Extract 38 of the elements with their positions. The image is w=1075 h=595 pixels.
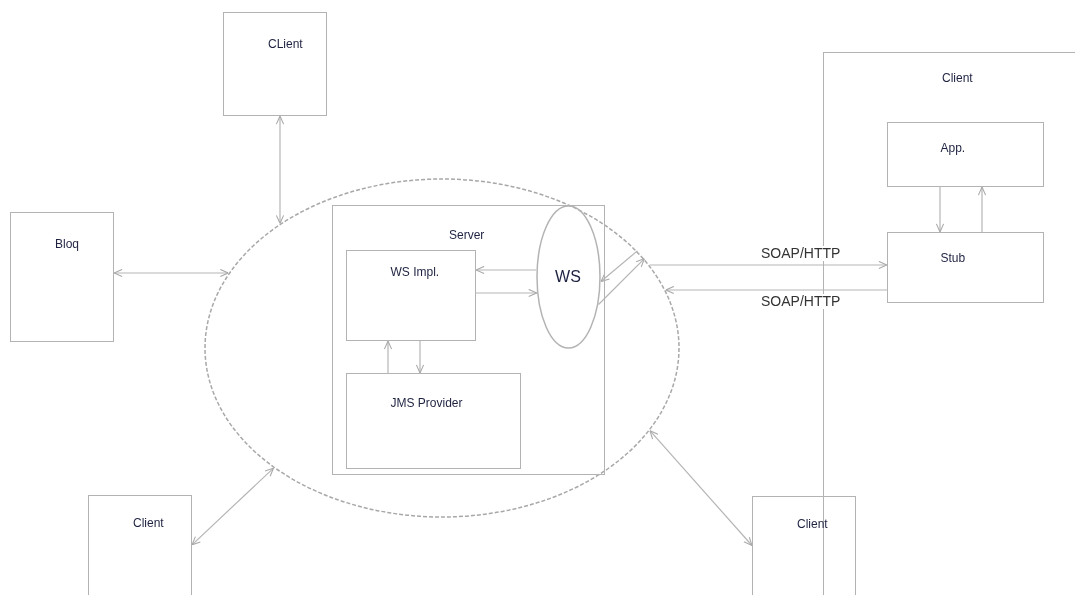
node-label: JMS Provider [390, 395, 463, 410]
edge-label: SOAP/HTTP [760, 246, 842, 262]
dashed-ellipse [204, 178, 680, 518]
node-label: Client [942, 71, 973, 86]
process-box [223, 12, 327, 116]
process-box [345, 372, 521, 469]
arrow [977, 186, 987, 233]
node-label: Server [449, 228, 485, 243]
process-box [886, 121, 1044, 187]
arrow [597, 257, 645, 306]
arrow [649, 430, 753, 547]
process-box [10, 212, 114, 342]
arrow [275, 115, 285, 225]
edge-label: SOAP/HTTP [760, 294, 842, 310]
arrow [415, 340, 425, 374]
arrow [600, 250, 638, 283]
arrow [191, 467, 275, 546]
arrow [475, 288, 538, 298]
process-box [88, 495, 192, 595]
process-box [886, 231, 1044, 303]
node-label: WS Impl. [390, 264, 440, 279]
arrow [935, 186, 945, 233]
process-box [345, 249, 476, 341]
node-label: Bloq [55, 237, 80, 252]
arrow [475, 265, 537, 275]
arrow [113, 268, 229, 278]
node-label: CLient [268, 37, 303, 52]
node-label: App. [940, 140, 966, 155]
node-label: WS [555, 266, 581, 287]
arrow [383, 340, 393, 374]
process-box [752, 496, 856, 595]
arrow [649, 260, 888, 270]
arrow [665, 285, 888, 295]
node-label: Client [133, 516, 164, 531]
node-label: Stub [940, 250, 966, 265]
process-box [332, 205, 605, 475]
ellipse-node [535, 204, 601, 349]
node-label: Client [797, 517, 828, 532]
